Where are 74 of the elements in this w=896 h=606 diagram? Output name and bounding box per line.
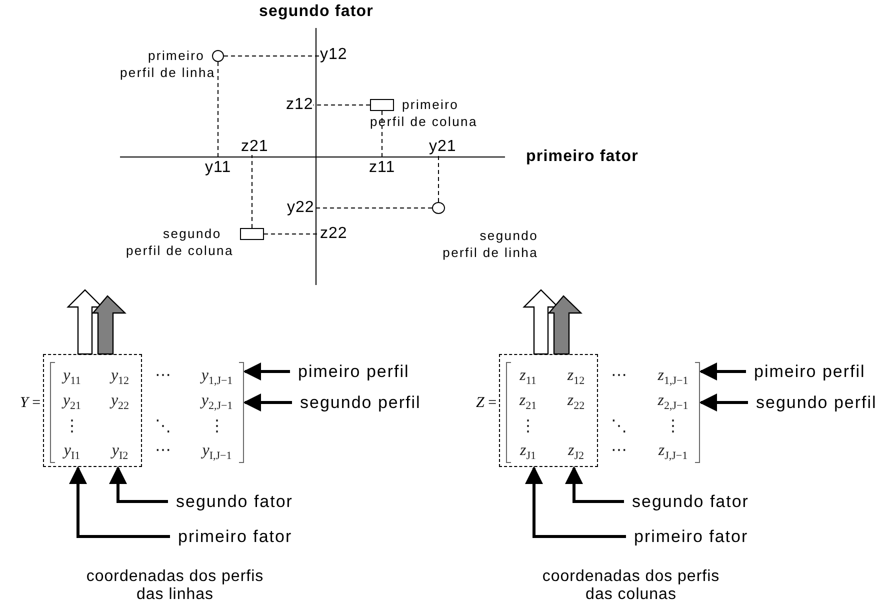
tick-label: z21 — [241, 139, 268, 155]
tick-label: z22 — [320, 226, 348, 242]
matrix-entry: y$_{I1}$ — [62, 443, 82, 462]
matrix-entry: z$_{21}$ — [518, 393, 538, 412]
arrow — [565, 466, 624, 503]
dashed-frame — [43, 354, 142, 467]
point-label: segundo perfil de coluna — [126, 226, 234, 260]
arrow — [69, 466, 170, 538]
dashed-line — [312, 104, 370, 106]
matrix-name: Y = — [20, 396, 41, 411]
point-label: primeiro perfil de linha — [120, 48, 216, 82]
annotation-label: primeiro fator — [634, 528, 748, 545]
point-label: segundo perfil de linha — [442, 228, 538, 262]
matrix-entry: ⋮ — [63, 419, 81, 435]
tick-label: z11 — [369, 160, 396, 176]
tick-label: y12 — [320, 47, 348, 63]
annotation-label: segundo fator — [632, 493, 749, 510]
matrix-entry: ⋯ — [154, 443, 172, 459]
tick-label: y22 — [287, 200, 314, 216]
caption: coordenadas dos perfis das colunas — [541, 568, 721, 605]
circle-marker — [212, 50, 224, 62]
matrix-entry: y$_{I2}$ — [110, 443, 130, 462]
matrix-entry: z$_{J1}$ — [518, 443, 537, 462]
matrix-bracket — [505, 362, 701, 463]
matrix-entry: z$_{J,J−1}$ — [657, 443, 689, 462]
annotation-label: pimeiro perfil — [298, 363, 410, 380]
square-marker — [240, 228, 264, 240]
caption: coordenadas dos perfis das linhas — [85, 568, 265, 605]
annotation-label: segundo perfil — [300, 394, 421, 411]
matrix-entry: z$_{12}$ — [566, 368, 586, 388]
matrix-bracket — [49, 362, 245, 463]
block-arrow — [548, 295, 582, 355]
square-marker — [370, 99, 394, 111]
matrix-entry: z$_{22}$ — [566, 393, 586, 412]
matrix-entry: y$_{I,J−1}$ — [200, 443, 233, 462]
matrix-name: Z = — [476, 396, 497, 411]
matrix-entry: ⋮ — [664, 419, 682, 435]
arrow — [699, 394, 748, 412]
matrix-entry: y$_{21}$ — [60, 393, 82, 412]
dashed-line — [438, 154, 439, 202]
annotation-label: segundo fator — [176, 493, 293, 510]
matrix-entry: ⋯ — [154, 368, 172, 384]
matrix-entry: ⋱ — [154, 419, 172, 435]
matrix-entry: ⋱ — [610, 419, 628, 435]
matrix-entry: ⋮ — [519, 419, 537, 435]
matrix-entry: y$_{22}$ — [108, 393, 130, 412]
axis-label: primeiro fator — [526, 149, 638, 165]
arrow — [109, 466, 168, 503]
matrix-entry: z$_{2,J−1}$ — [656, 393, 690, 412]
arrow — [243, 362, 290, 380]
matrix-entry: z$_{11}$ — [518, 368, 538, 388]
matrix-entry: y$_{11}$ — [60, 368, 82, 388]
matrix-entry: y$_{1,J−1}$ — [199, 368, 234, 388]
matrix-entry: ⋯ — [610, 368, 628, 384]
tick-label: y21 — [429, 139, 456, 155]
block-arrow — [92, 295, 126, 355]
matrix-entry: z$_{1,J−1}$ — [656, 368, 690, 388]
axis-label: segundo fator — [259, 4, 374, 20]
tick-label: z12 — [286, 97, 314, 113]
annotation-label: primeiro fator — [178, 528, 292, 545]
point-label: primeiro perfil de coluna — [370, 97, 478, 131]
matrix-entry: ⋯ — [610, 443, 628, 459]
annotation-label: pimeiro perfil — [754, 363, 866, 380]
annotation-label: segundo perfil — [756, 394, 877, 411]
matrix-entry: z$_{J2}$ — [566, 443, 585, 462]
matrix-entry: ⋮ — [208, 419, 226, 435]
arrow — [525, 466, 626, 538]
arrow — [699, 362, 746, 380]
circle-marker — [432, 202, 445, 214]
arrow — [243, 394, 292, 412]
matrix-entry: y$_{12}$ — [108, 368, 130, 388]
tick-label: y11 — [205, 160, 232, 176]
matrix-entry: y$_{2,J−1}$ — [199, 393, 234, 412]
dashed-frame — [499, 354, 598, 467]
